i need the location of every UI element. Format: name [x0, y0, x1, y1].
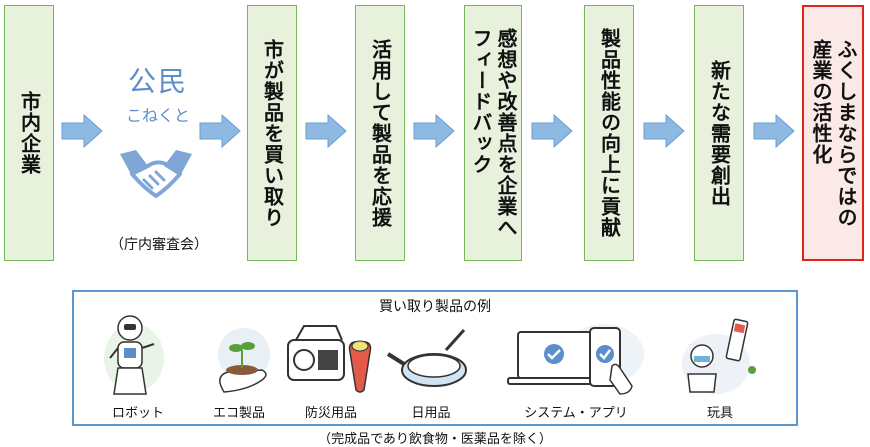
eco-sprout-icon	[218, 328, 270, 393]
handshake-icon	[120, 150, 192, 198]
step-city-purchase-box: 市が製品を買い取り	[247, 5, 297, 261]
step-feedback-label: 感想や改善点を企業へ フィードバック	[469, 28, 518, 238]
example-label-disaster: 防災用品	[304, 406, 357, 421]
step-performance-box: 製品性能の向上に貢献	[584, 5, 634, 261]
arrow-right-icon	[753, 113, 795, 149]
examples-title: 買い取り製品の例	[379, 299, 491, 315]
example-label-system-app: システム・アプリ	[524, 406, 628, 421]
step-performance-label: 製品性能の向上に貢献	[597, 28, 622, 238]
step-use-support-box: 活用して製品を応援	[355, 5, 405, 261]
toy-kokeshi-icon	[682, 318, 756, 394]
koumin-connect-logo: 公民 こねくと	[100, 60, 216, 126]
arrow-right-icon	[305, 113, 347, 149]
koumin-caption: （庁内審査会）	[110, 237, 208, 253]
frying-pan-icon	[386, 328, 467, 387]
arrow-right-icon	[413, 113, 455, 149]
step-industry-label: ふくしまならではの 産業の活性化	[809, 38, 858, 228]
arrow-right-icon	[531, 113, 573, 149]
robot-icon	[104, 315, 164, 395]
laptop-smartphone-icon	[507, 324, 644, 395]
example-label-daily: 日用品	[411, 406, 451, 421]
koumin-subtitle: こねくと	[125, 106, 190, 125]
arrow-right-icon	[643, 113, 685, 149]
step-industry-box: ふくしまならではの 産業の活性化	[802, 5, 864, 261]
step-company-box: 市内企業	[4, 5, 54, 261]
example-label-eco: エコ製品	[212, 406, 265, 421]
step-company-label: 市内企業	[17, 91, 42, 175]
step-demand-label: 新たな需要創出	[707, 59, 732, 207]
koumin-title: 公民	[127, 65, 188, 98]
step-feedback-box: 感想や改善点を企業へ フィードバック	[464, 5, 522, 261]
arrow-right-icon	[61, 113, 103, 149]
arrow-right-icon	[199, 113, 241, 149]
purchase-examples-panel: 買い取り製品の例 ロボット エコ製品 防災用品 日用品	[72, 290, 798, 426]
step-city-purchase-label: 市が製品を買い取り	[260, 38, 285, 228]
step-demand-box: 新たな需要創出	[694, 5, 744, 261]
step-use-support-label: 活用して製品を応援	[368, 38, 393, 228]
example-label-toy: 玩具	[706, 406, 733, 421]
examples-note: （完成品であり飲食物・医薬品を除く）	[318, 432, 552, 447]
radio-flashlight-icon	[287, 325, 372, 393]
example-label-robot: ロボット	[111, 406, 164, 421]
